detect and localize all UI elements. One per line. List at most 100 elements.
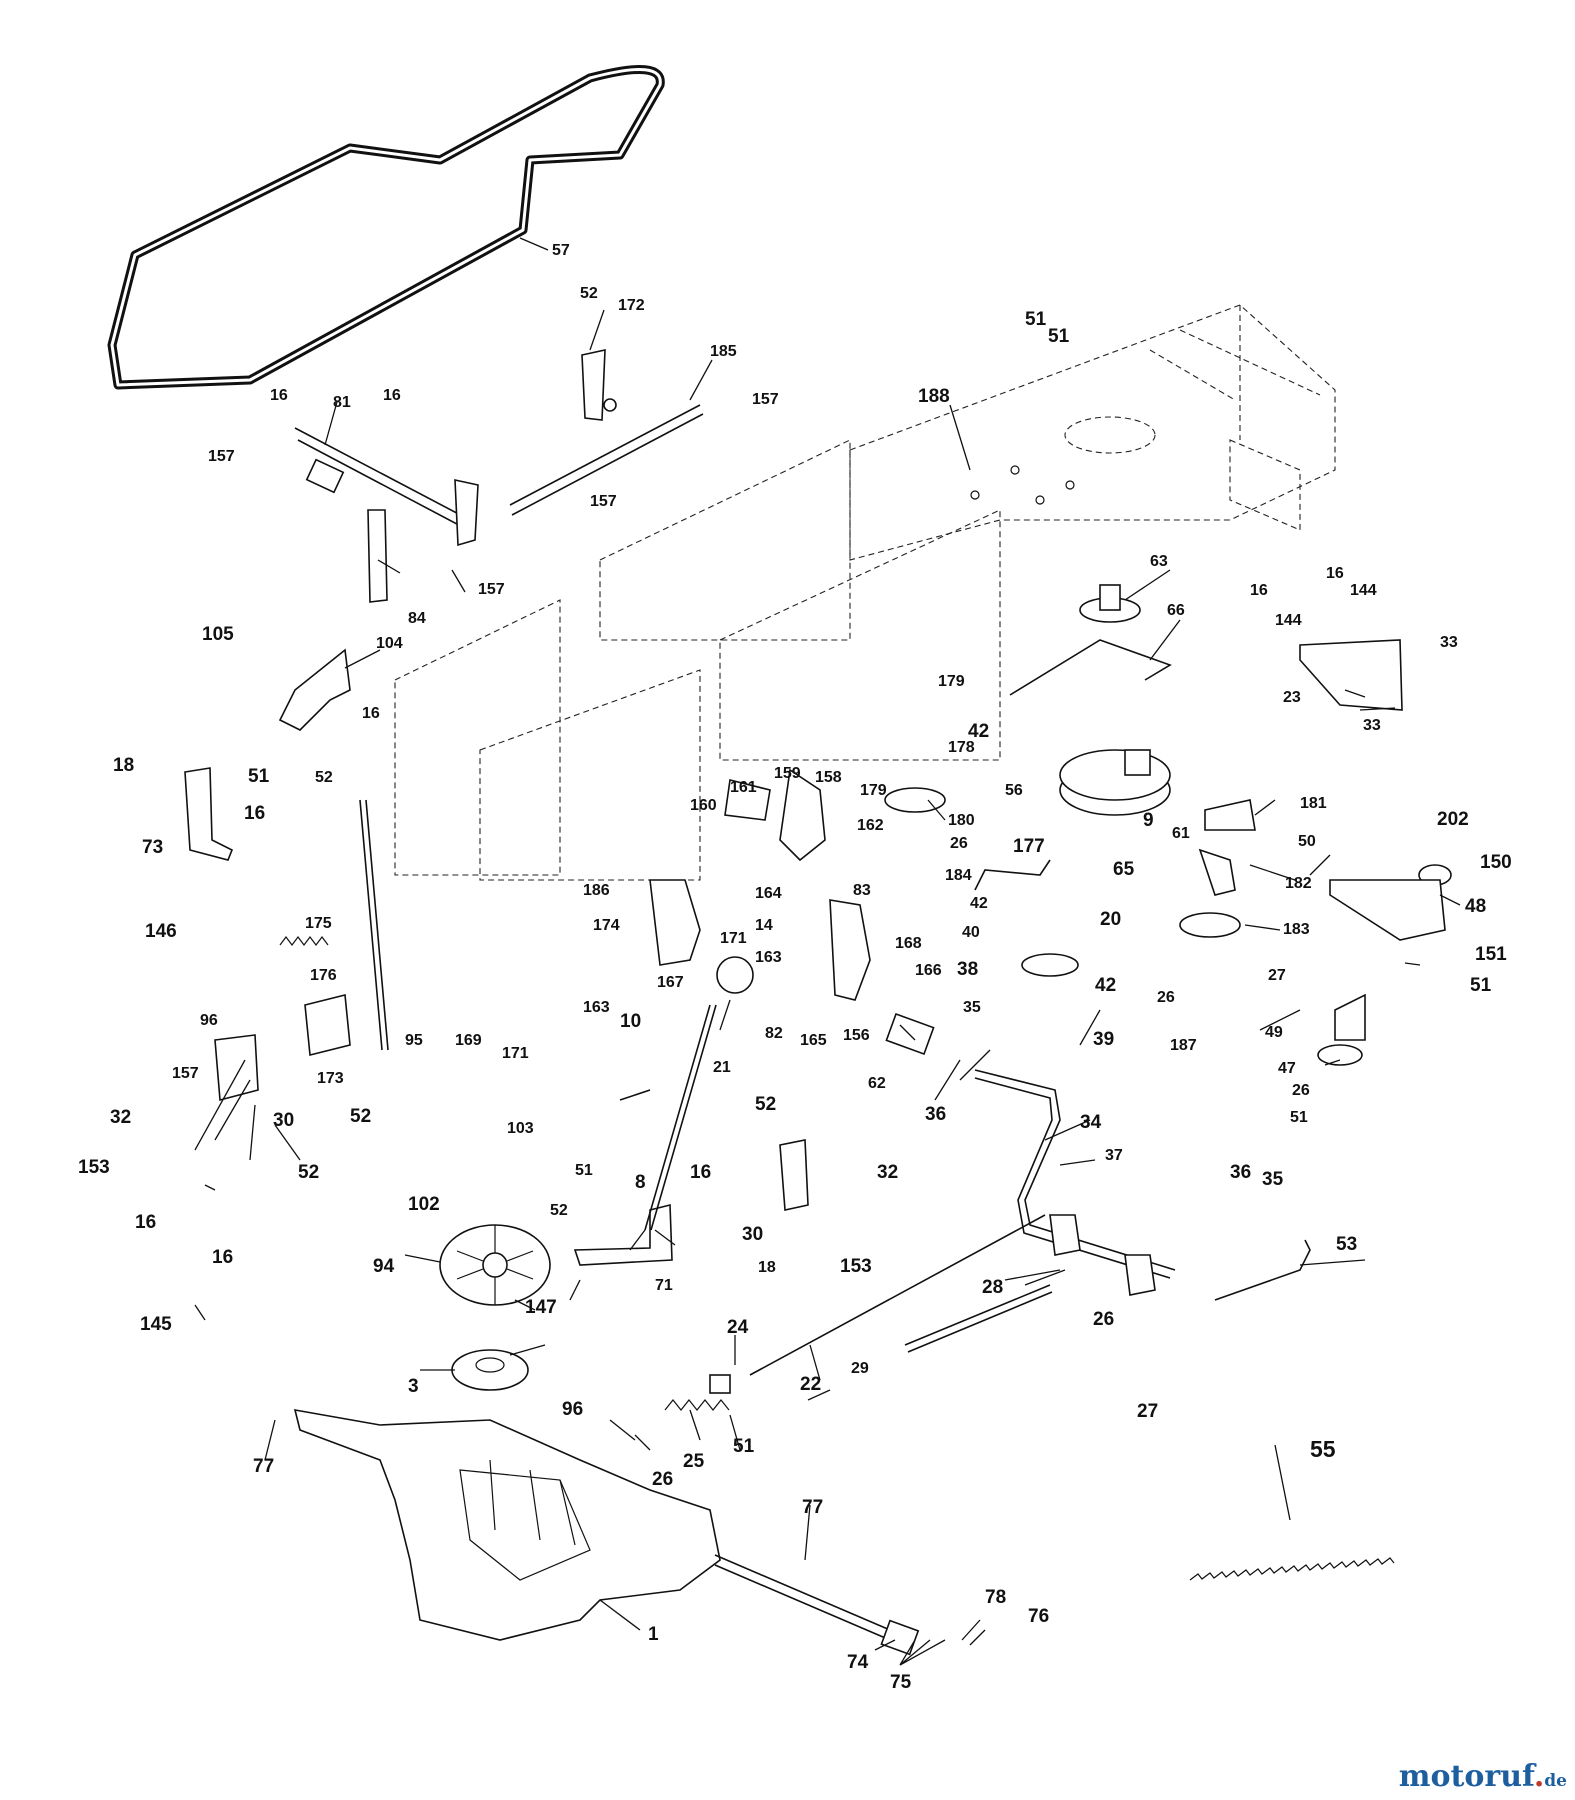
label-35: 35 xyxy=(1262,1169,1284,1190)
label-187: 187 xyxy=(1170,1037,1197,1054)
label-105: 105 xyxy=(202,624,234,645)
label-71: 71 xyxy=(655,1277,673,1294)
label-26: 26 xyxy=(1157,989,1175,1006)
label-180: 180 xyxy=(948,812,975,829)
label-186: 186 xyxy=(583,882,610,899)
label-161: 161 xyxy=(730,779,757,796)
label-21: 21 xyxy=(713,1059,731,1076)
label-9: 9 xyxy=(1143,810,1154,831)
label-36: 36 xyxy=(1230,1162,1251,1183)
label-51: 51 xyxy=(1470,975,1492,996)
label-157: 157 xyxy=(752,391,779,408)
label-35: 35 xyxy=(963,999,981,1016)
label-51: 51 xyxy=(1290,1109,1308,1126)
label-30: 30 xyxy=(273,1110,294,1131)
label-146: 146 xyxy=(145,921,177,942)
label-56: 56 xyxy=(1005,782,1023,799)
leader-lines xyxy=(194,237,1461,1666)
label-42: 42 xyxy=(1095,975,1116,996)
label-51: 51 xyxy=(1025,309,1047,330)
label-150: 150 xyxy=(1480,852,1512,873)
label-96: 96 xyxy=(562,1399,583,1420)
label-174: 174 xyxy=(593,917,620,934)
label-30: 30 xyxy=(742,1224,763,1245)
tractor-frame xyxy=(394,304,1336,881)
label-37: 37 xyxy=(1105,1147,1123,1164)
label-169: 169 xyxy=(455,1032,482,1049)
label-51: 51 xyxy=(248,766,270,787)
label-172: 172 xyxy=(618,297,645,314)
parts-drawings xyxy=(184,348,1452,1656)
label-164: 164 xyxy=(755,885,782,902)
label-26: 26 xyxy=(652,1469,673,1490)
label-151: 151 xyxy=(1475,944,1507,965)
label-42: 42 xyxy=(968,721,989,742)
label-16: 16 xyxy=(690,1162,711,1183)
label-95: 95 xyxy=(405,1032,423,1049)
label-94: 94 xyxy=(373,1256,395,1277)
label-61: 61 xyxy=(1172,825,1190,842)
label-163: 163 xyxy=(755,949,782,966)
label-73: 73 xyxy=(142,837,163,858)
label-175: 175 xyxy=(305,915,332,932)
label-157: 157 xyxy=(172,1065,199,1082)
label-16: 16 xyxy=(270,387,288,404)
label-157: 157 xyxy=(208,448,235,465)
label-16: 16 xyxy=(135,1212,156,1233)
label-49: 49 xyxy=(1265,1024,1283,1041)
label-16: 16 xyxy=(362,705,380,722)
label-18: 18 xyxy=(758,1259,776,1276)
label-185: 185 xyxy=(710,343,737,360)
label-153: 153 xyxy=(840,1256,872,1277)
label-22: 22 xyxy=(800,1374,821,1395)
label-20: 20 xyxy=(1100,909,1121,930)
label-178: 178 xyxy=(948,739,975,756)
label-181: 181 xyxy=(1300,795,1327,812)
label-166: 166 xyxy=(915,962,942,979)
label-36: 36 xyxy=(925,1104,946,1125)
label-102: 102 xyxy=(408,1194,440,1215)
watermark-logo: motoruf.de xyxy=(1399,1759,1567,1794)
label-51: 51 xyxy=(733,1436,755,1457)
label-96: 96 xyxy=(200,1012,218,1029)
label-29: 29 xyxy=(851,1360,869,1377)
label-52: 52 xyxy=(315,769,333,786)
label-16: 16 xyxy=(212,1247,233,1268)
label-26: 26 xyxy=(1292,1082,1310,1099)
label-176: 176 xyxy=(310,967,337,984)
label-167: 167 xyxy=(657,974,684,991)
label-23: 23 xyxy=(1283,689,1301,706)
label-40: 40 xyxy=(962,924,980,941)
label-50: 50 xyxy=(1298,833,1316,850)
label-18: 18 xyxy=(113,755,134,776)
label-27: 27 xyxy=(1137,1401,1158,1422)
label-28: 28 xyxy=(982,1277,1003,1298)
label-75: 75 xyxy=(890,1672,912,1693)
label-3: 3 xyxy=(408,1376,419,1397)
label-10: 10 xyxy=(620,1011,641,1032)
label-153: 153 xyxy=(78,1157,110,1178)
label-144: 144 xyxy=(1275,612,1302,629)
label-48: 48 xyxy=(1465,896,1486,917)
label-81: 81 xyxy=(333,394,351,411)
watermark-brand: motoruf xyxy=(1398,1759,1534,1794)
label-26: 26 xyxy=(950,835,968,852)
watermark-tld: de xyxy=(1544,1771,1567,1791)
label-157: 157 xyxy=(590,493,617,510)
label-77: 77 xyxy=(253,1456,274,1477)
label-171: 171 xyxy=(720,930,747,947)
label-84: 84 xyxy=(408,610,426,627)
label-163: 163 xyxy=(583,999,610,1016)
label-38: 38 xyxy=(957,959,978,980)
label-62: 62 xyxy=(868,1075,886,1092)
label-173: 173 xyxy=(317,1070,344,1087)
label-82: 82 xyxy=(765,1025,783,1042)
label-147: 147 xyxy=(525,1297,557,1318)
label-52: 52 xyxy=(580,285,598,302)
label-83: 83 xyxy=(853,882,871,899)
label-144: 144 xyxy=(1350,582,1377,599)
part-labels: 57 52 172 185 51 51 188 16 81 16 157 157… xyxy=(78,242,1512,1693)
label-76: 76 xyxy=(1028,1606,1049,1627)
label-33: 33 xyxy=(1363,717,1381,734)
